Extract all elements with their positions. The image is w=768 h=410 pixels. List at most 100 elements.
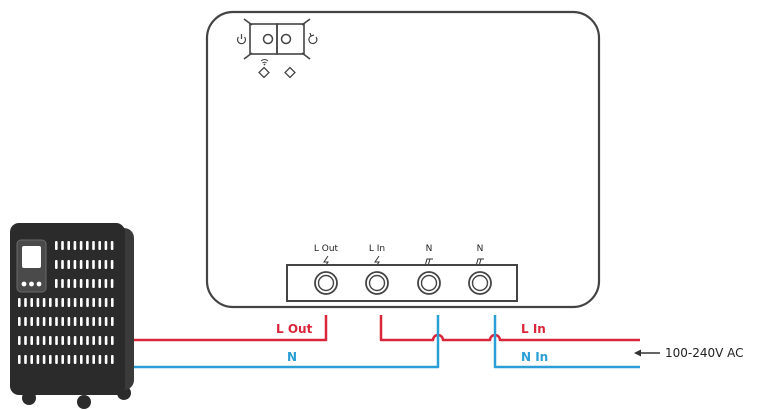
heater-fin-slot	[73, 241, 77, 250]
heater-fin-slot	[104, 355, 108, 364]
heater-fin-slot	[18, 317, 21, 326]
heater-fin-slot	[55, 260, 58, 269]
reset-button-frame[interactable]	[276, 23, 305, 55]
device-body	[205, 10, 601, 309]
heater-fin-slot	[36, 298, 40, 307]
heater-fin-slot	[86, 279, 89, 288]
heater-fin-slot	[104, 241, 108, 250]
heater-fin-slot	[98, 336, 102, 345]
heater-fin-slot	[30, 298, 33, 307]
heater-fin-slot	[92, 355, 95, 364]
heater-fin-slot	[86, 317, 89, 326]
heater-fin-slot	[98, 241, 101, 250]
heater-fin-slot	[92, 336, 95, 345]
heater-fin-slot	[61, 241, 64, 250]
heater-fin-slot	[73, 298, 77, 307]
heater-fin-slot	[73, 355, 77, 364]
heater-fin-slot	[42, 298, 46, 307]
heater-fin-slot	[61, 336, 64, 345]
led-icon	[284, 66, 296, 79]
heater-fin-slot	[61, 317, 64, 326]
terminal-label-l-out: L Out	[314, 244, 339, 254]
terminal-screw-l-out[interactable]	[314, 271, 338, 295]
heater-fin-slot	[80, 298, 83, 307]
heater-fin-slot	[49, 298, 52, 307]
heater-fin-slot	[18, 355, 21, 364]
heater-fin-slot	[111, 336, 114, 345]
heater-fin-slot	[104, 317, 108, 326]
heater-fin-slot	[73, 336, 77, 345]
heater-fin-slot	[18, 298, 21, 307]
heater-fin-slot	[55, 241, 58, 250]
heater-fin-slot	[111, 298, 114, 307]
heater-fin-slot	[30, 336, 33, 345]
heater-fin-slot	[86, 336, 89, 345]
heater-fin-slot	[24, 317, 27, 326]
heater-fin-slot	[98, 355, 102, 364]
heater-fin-slot	[80, 355, 83, 364]
heater-fin-slot	[79, 260, 83, 269]
heater-fin-slot	[104, 298, 108, 307]
heater-fin-slot	[61, 355, 64, 364]
heater-fin-slot	[24, 336, 27, 345]
terminal-screw-n-2[interactable]	[468, 271, 492, 295]
heater-fin-slot	[73, 279, 77, 288]
heater-fin-slot	[49, 336, 52, 345]
heater-fin-slot	[49, 317, 52, 326]
terminal-label-l-in: L In	[369, 244, 385, 254]
heater-fin-slot	[18, 336, 21, 345]
heater-fin-slot	[80, 317, 83, 326]
wire-n-in	[493, 315, 640, 369]
heater-fin-slot	[42, 317, 46, 326]
heater-fin-slot	[98, 317, 102, 326]
led-icon	[258, 66, 270, 79]
heater-fin-slot	[36, 317, 40, 326]
terminal-screw-l-in[interactable]	[365, 271, 389, 295]
heater-fin-slot	[67, 241, 70, 250]
heater-fin-slot	[80, 336, 83, 345]
heater-fin-slot	[55, 355, 58, 364]
wire-label-n-in: N In	[521, 350, 548, 364]
heater-fin-slot	[24, 355, 27, 364]
heater-fin-slot	[36, 336, 40, 345]
heater-icon	[10, 223, 134, 409]
heater-fin-slot	[67, 355, 71, 364]
power-icon	[236, 34, 247, 45]
wires	[125, 315, 640, 369]
terminal-label-n-2: N	[477, 244, 484, 254]
terminal-screw-n-1[interactable]	[417, 271, 441, 295]
wire-label-n: N	[287, 350, 297, 364]
heater-fin-slot	[55, 317, 58, 326]
heater-fin-slot	[79, 241, 83, 250]
heater-fin-slot	[67, 317, 71, 326]
wire-label-l-out: L Out	[276, 322, 313, 336]
reset-icon	[308, 32, 318, 45]
heater-fin-slot	[86, 241, 89, 250]
heater-fin-slot	[42, 336, 46, 345]
heater-fin-slot	[98, 279, 101, 288]
heater-fin-slot	[67, 260, 70, 269]
reset-button[interactable]	[280, 33, 292, 45]
control-panel	[236, 18, 318, 79]
heater-fin-slot	[86, 355, 89, 364]
heater-fin-slot	[104, 336, 108, 345]
heater-fin-slot	[111, 317, 114, 326]
heater-fin-slot	[67, 336, 71, 345]
heater-fins	[18, 241, 114, 364]
heater-fin-slot	[92, 298, 95, 307]
heater-fin-slot	[24, 298, 27, 307]
heater-fin-slot	[61, 260, 64, 269]
heater-fin-slot	[73, 260, 77, 269]
heater-fin-slot	[98, 298, 102, 307]
heater-fin-slot	[92, 279, 95, 288]
heater-fin-slot	[92, 317, 95, 326]
heater-fin-slot	[61, 279, 64, 288]
heater-fin-slot	[55, 336, 58, 345]
heater-fin-slot	[92, 260, 95, 269]
heater-fin-slot	[86, 298, 89, 307]
heater-fin-slot	[67, 298, 71, 307]
power-button[interactable]	[262, 33, 274, 45]
terminal-label-n-1: N	[426, 244, 433, 254]
heater-fin-slot	[110, 279, 114, 288]
